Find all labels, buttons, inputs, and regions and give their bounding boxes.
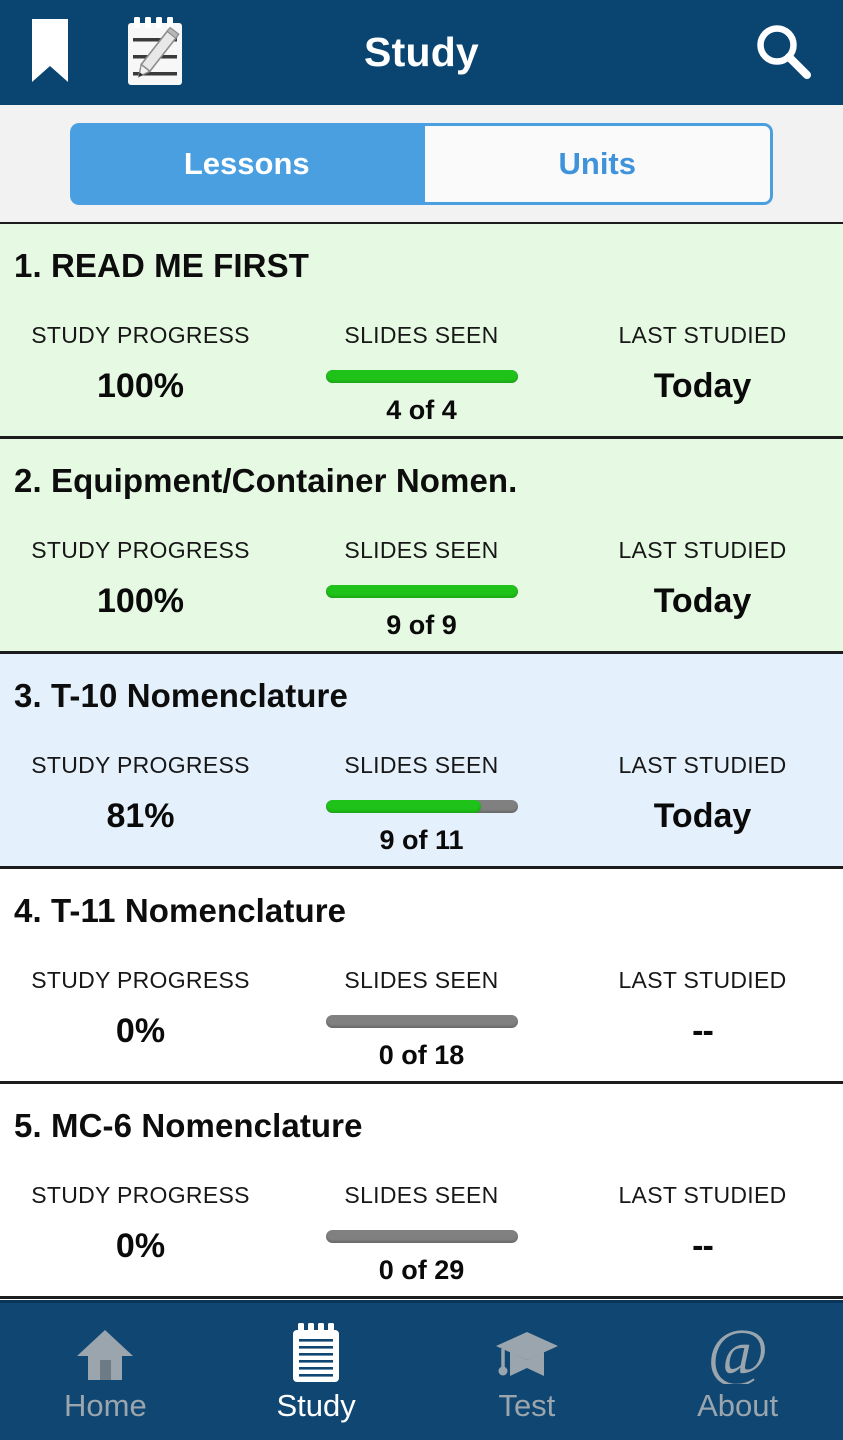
header-left-actions [30,15,188,90]
lesson-row[interactable]: 3. T-10 Nomenclature STUDY PROGRESS 81% … [0,654,843,869]
study-progress-label: STUDY PROGRESS [31,967,250,993]
tab-units[interactable]: Units [421,122,773,205]
lesson-title: 2. Equipment/Container Nomen. [14,462,518,499]
lesson-metrics: STUDY PROGRESS 81% SLIDES SEEN 9 of 11 L… [0,754,843,854]
notepad-pencil-icon [122,15,188,90]
slides-progress-bar [325,585,518,598]
home-icon [74,1322,136,1384]
slides-progress-bar [325,800,518,813]
slides-seen-caption: 9 of 9 [386,610,457,640]
last-studied-value: -- [692,1227,714,1265]
metric-slides-seen: SLIDES SEEN 0 of 18 [281,969,562,1069]
lesson-metrics: STUDY PROGRESS 0% SLIDES SEEN 0 of 29 LA… [0,1184,843,1284]
nav-label-study: Study [276,1388,356,1423]
metric-last-studied: LAST STUDIED Today [562,754,843,854]
lesson-title: 3. T-10 Nomenclature [14,677,348,714]
study-progress-value: 0% [115,1012,166,1050]
search-button[interactable] [751,19,815,86]
slides-progress-bar [325,370,518,383]
app-header: Study [0,0,843,105]
metric-last-studied: LAST STUDIED Today [562,539,843,639]
svg-text:@: @ [707,1322,768,1384]
metric-last-studied: LAST STUDIED Today [562,324,843,424]
last-studied-label: LAST STUDIED [618,967,787,993]
lesson-row[interactable]: 2. Equipment/Container Nomen. STUDY PROG… [0,439,843,654]
last-studied-value: Today [653,797,752,835]
slides-progress-fill [325,585,518,598]
metric-slides-seen: SLIDES SEEN 9 of 9 [281,539,562,639]
bookmark-icon [30,18,70,87]
metric-study-progress: STUDY PROGRESS 0% [0,969,281,1069]
study-progress-label: STUDY PROGRESS [31,322,250,348]
segmented-control: Lessons Units [70,122,773,205]
last-studied-label: LAST STUDIED [618,322,787,348]
metric-study-progress: STUDY PROGRESS 100% [0,539,281,639]
metric-slides-seen: SLIDES SEEN 4 of 4 [281,324,562,424]
nav-item-test[interactable]: Test [422,1303,633,1440]
lesson-title: 5. MC-6 Nomenclature [14,1107,363,1144]
lesson-title: 4. T-11 Nomenclature [14,892,347,929]
slides-seen-label: SLIDES SEEN [344,1182,499,1208]
metric-slides-seen: SLIDES SEEN 9 of 11 [281,754,562,854]
metric-study-progress: STUDY PROGRESS 100% [0,324,281,424]
metric-study-progress: STUDY PROGRESS 0% [0,1184,281,1284]
slides-seen-caption: 0 of 18 [378,1040,465,1070]
lesson-list[interactable]: 1. READ ME FIRST STUDY PROGRESS 100% SLI… [0,222,843,1300]
slides-seen-caption: 9 of 11 [379,825,464,855]
at-sign-icon: @ [706,1322,770,1384]
lesson-row[interactable]: 5. MC-6 Nomenclature STUDY PROGRESS 0% S… [0,1084,843,1299]
slides-progress-fill [325,800,482,813]
search-icon [751,19,815,86]
study-progress-value: 81% [106,797,175,835]
slides-seen-label: SLIDES SEEN [344,537,499,563]
tab-bar: Lessons Units [0,105,843,222]
lesson-metrics: STUDY PROGRESS 100% SLIDES SEEN 4 of 4 L… [0,324,843,424]
study-progress-label: STUDY PROGRESS [31,1182,250,1208]
slides-progress-fill [325,370,518,383]
slides-progress-bar [325,1230,518,1243]
last-studied-value: Today [653,582,752,620]
slides-seen-label: SLIDES SEEN [344,752,499,778]
metric-slides-seen: SLIDES SEEN 0 of 29 [281,1184,562,1284]
slides-seen-label: SLIDES SEEN [344,967,499,993]
last-studied-label: LAST STUDIED [618,752,787,778]
tab-lessons[interactable]: Lessons [70,122,422,205]
study-progress-value: 100% [97,582,184,620]
lesson-row[interactable]: 4. T-11 Nomenclature STUDY PROGRESS 0% S… [0,869,843,1084]
nav-item-about[interactable]: @ About [632,1303,843,1440]
bottom-navigation: Home Study [0,1300,843,1440]
nav-label-about: About [697,1388,779,1423]
slides-progress-bar [325,1015,518,1028]
notes-button[interactable] [122,15,188,90]
metric-study-progress: STUDY PROGRESS 81% [0,754,281,854]
last-studied-label: LAST STUDIED [618,1182,787,1208]
bookmark-button[interactable] [30,18,70,87]
study-progress-value: 0% [115,1227,166,1265]
lesson-metrics: STUDY PROGRESS 100% SLIDES SEEN 9 of 9 L… [0,539,843,639]
nav-label-test: Test [498,1388,556,1423]
last-studied-label: LAST STUDIED [618,537,787,563]
nav-item-study[interactable]: Study [211,1303,422,1440]
slides-seen-caption: 0 of 29 [378,1255,465,1285]
metric-last-studied: LAST STUDIED -- [562,969,843,1069]
lesson-row[interactable]: 1. READ ME FIRST STUDY PROGRESS 100% SLI… [0,224,843,439]
last-studied-value: -- [692,1012,714,1050]
graduation-cap-icon [494,1322,560,1384]
metric-last-studied: LAST STUDIED -- [562,1184,843,1284]
nav-item-home[interactable]: Home [0,1303,211,1440]
last-studied-value: Today [653,367,752,405]
study-progress-label: STUDY PROGRESS [31,537,250,563]
study-progress-value: 100% [97,367,184,405]
notepad-icon [287,1322,345,1384]
slides-seen-label: SLIDES SEEN [344,322,499,348]
lesson-metrics: STUDY PROGRESS 0% SLIDES SEEN 0 of 18 LA… [0,969,843,1069]
lesson-title: 1. READ ME FIRST [14,247,309,284]
header-right-actions [751,19,815,86]
study-progress-label: STUDY PROGRESS [31,752,250,778]
nav-label-home: Home [64,1388,147,1423]
slides-seen-caption: 4 of 4 [386,395,457,425]
